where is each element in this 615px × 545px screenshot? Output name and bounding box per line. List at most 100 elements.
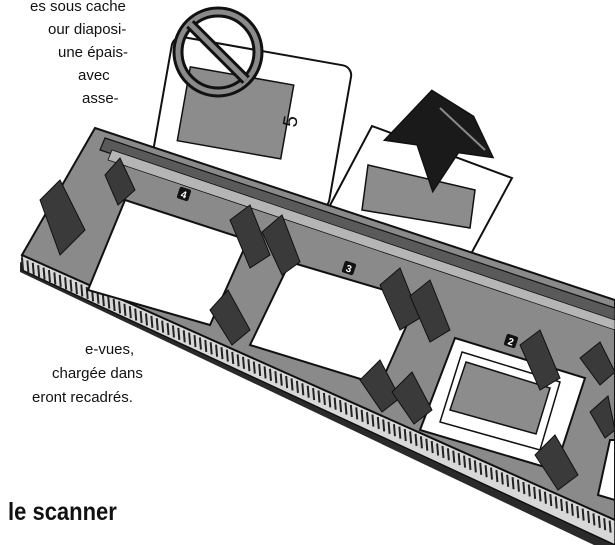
rack-tooth — [533, 486, 537, 499]
prohibited-icon — [172, 6, 264, 98]
rack-tooth — [317, 390, 321, 403]
rack-tooth — [53, 272, 57, 285]
rack-tooth — [581, 508, 585, 521]
instruction-line-5: asse- — [82, 90, 119, 107]
instruction-line-2: our diaposi- — [48, 21, 127, 38]
rack-tooth — [403, 428, 407, 442]
rack-tooth — [490, 467, 494, 480]
rack-tooth — [139, 310, 143, 324]
rack-tooth — [295, 380, 299, 393]
holder-window-1 — [86, 198, 250, 327]
slide-holder: 4 3 2 — [20, 126, 615, 545]
rack-tooth — [430, 441, 434, 454]
frame-number-3-badge: 3 — [341, 260, 357, 276]
rack-tooth — [592, 513, 596, 526]
rack-tooth — [436, 443, 440, 456]
rack-tooth — [463, 455, 467, 468]
instruction-line-1: es sous cache — [30, 0, 126, 15]
rack-tooth — [42, 267, 46, 280]
rack-tooth — [425, 438, 429, 451]
holder-clips — [39, 157, 615, 491]
rack-tooth — [47, 269, 51, 283]
rack-tooth — [204, 339, 208, 352]
instruction-line-4: avec — [78, 67, 110, 84]
rack-tooth — [247, 359, 251, 372]
rack-tooth — [560, 498, 564, 511]
rack-tooth — [565, 501, 569, 514]
insert-arrow-icon — [382, 89, 495, 194]
rack-tooth — [274, 371, 278, 384]
rack-tooth — [123, 303, 127, 316]
rack-tooth — [166, 322, 170, 336]
rack-tooth — [516, 479, 520, 492]
rack-tooth — [80, 284, 84, 297]
rack-tooth — [285, 375, 289, 389]
rack-tooth — [118, 301, 122, 314]
rack-tooth — [409, 431, 413, 444]
rack-tooth — [161, 320, 165, 333]
frame-number-4-badge: 4 — [176, 186, 192, 202]
rack-tooth — [452, 450, 456, 463]
rack-tooth — [134, 308, 138, 321]
rack-tooth — [225, 349, 229, 362]
rack-tooth — [26, 260, 30, 273]
rack-tooth — [31, 262, 35, 275]
section-heading: le scanner — [8, 498, 117, 526]
frame-number-2-badge: 2 — [503, 333, 519, 349]
rack-tooth — [360, 409, 364, 422]
rack-tooth — [543, 491, 547, 504]
rack-tooth — [371, 414, 375, 427]
rack-tooth — [366, 412, 370, 425]
rack-tooth — [570, 503, 574, 516]
rack-tooth — [301, 383, 305, 396]
rack-tooth — [268, 368, 272, 381]
rack-tooth — [279, 373, 283, 386]
rack-tooth — [333, 397, 337, 410]
rack-tooth — [198, 337, 202, 350]
svg-text:2: 2 — [506, 336, 515, 348]
rack-tooth — [441, 445, 445, 458]
rack-tooth — [468, 457, 472, 471]
holder-window-3-image — [449, 361, 551, 435]
rack-tooth — [344, 402, 348, 415]
svg-text:4: 4 — [179, 189, 188, 201]
rack-tooth — [144, 313, 148, 326]
note-line-1: e-vues, — [85, 341, 135, 358]
rack-tooth — [446, 448, 450, 461]
rack-tooth — [37, 265, 41, 278]
rack-tooth — [522, 481, 526, 495]
rack-tooth — [242, 356, 246, 369]
rack-tooth — [74, 282, 78, 295]
rack-tooth — [484, 465, 488, 478]
rack-tooth — [603, 518, 607, 531]
rack-tooth — [107, 296, 111, 309]
rack-tooth — [101, 294, 105, 307]
rack-tooth — [231, 351, 235, 365]
rack-tooth — [171, 325, 175, 338]
rack-tooth — [85, 286, 89, 299]
rack-tooth — [538, 489, 542, 502]
rack-tooth — [376, 416, 380, 430]
rack-tooth — [587, 510, 591, 524]
rack-tooth — [414, 433, 418, 446]
rack-tooth — [290, 378, 294, 391]
rack-tooth — [306, 385, 310, 398]
rack-tooth — [150, 315, 154, 328]
rack-tooth — [188, 332, 192, 345]
rack-tooth — [608, 520, 612, 533]
rack-tooth — [511, 477, 515, 490]
rack-tooth — [220, 347, 224, 360]
rack-tooth — [576, 506, 580, 519]
rack-tooth — [312, 388, 316, 401]
rack-tooth — [457, 453, 461, 466]
rack-tooth — [398, 426, 402, 439]
rack-tooth — [349, 404, 353, 418]
rack-tooth — [193, 335, 197, 348]
rack-tooth — [554, 496, 558, 509]
slide-number-label: 5 — [279, 114, 303, 129]
rack-tooth — [527, 484, 531, 497]
svg-text:3: 3 — [344, 263, 353, 275]
rack-tooth — [419, 436, 423, 449]
